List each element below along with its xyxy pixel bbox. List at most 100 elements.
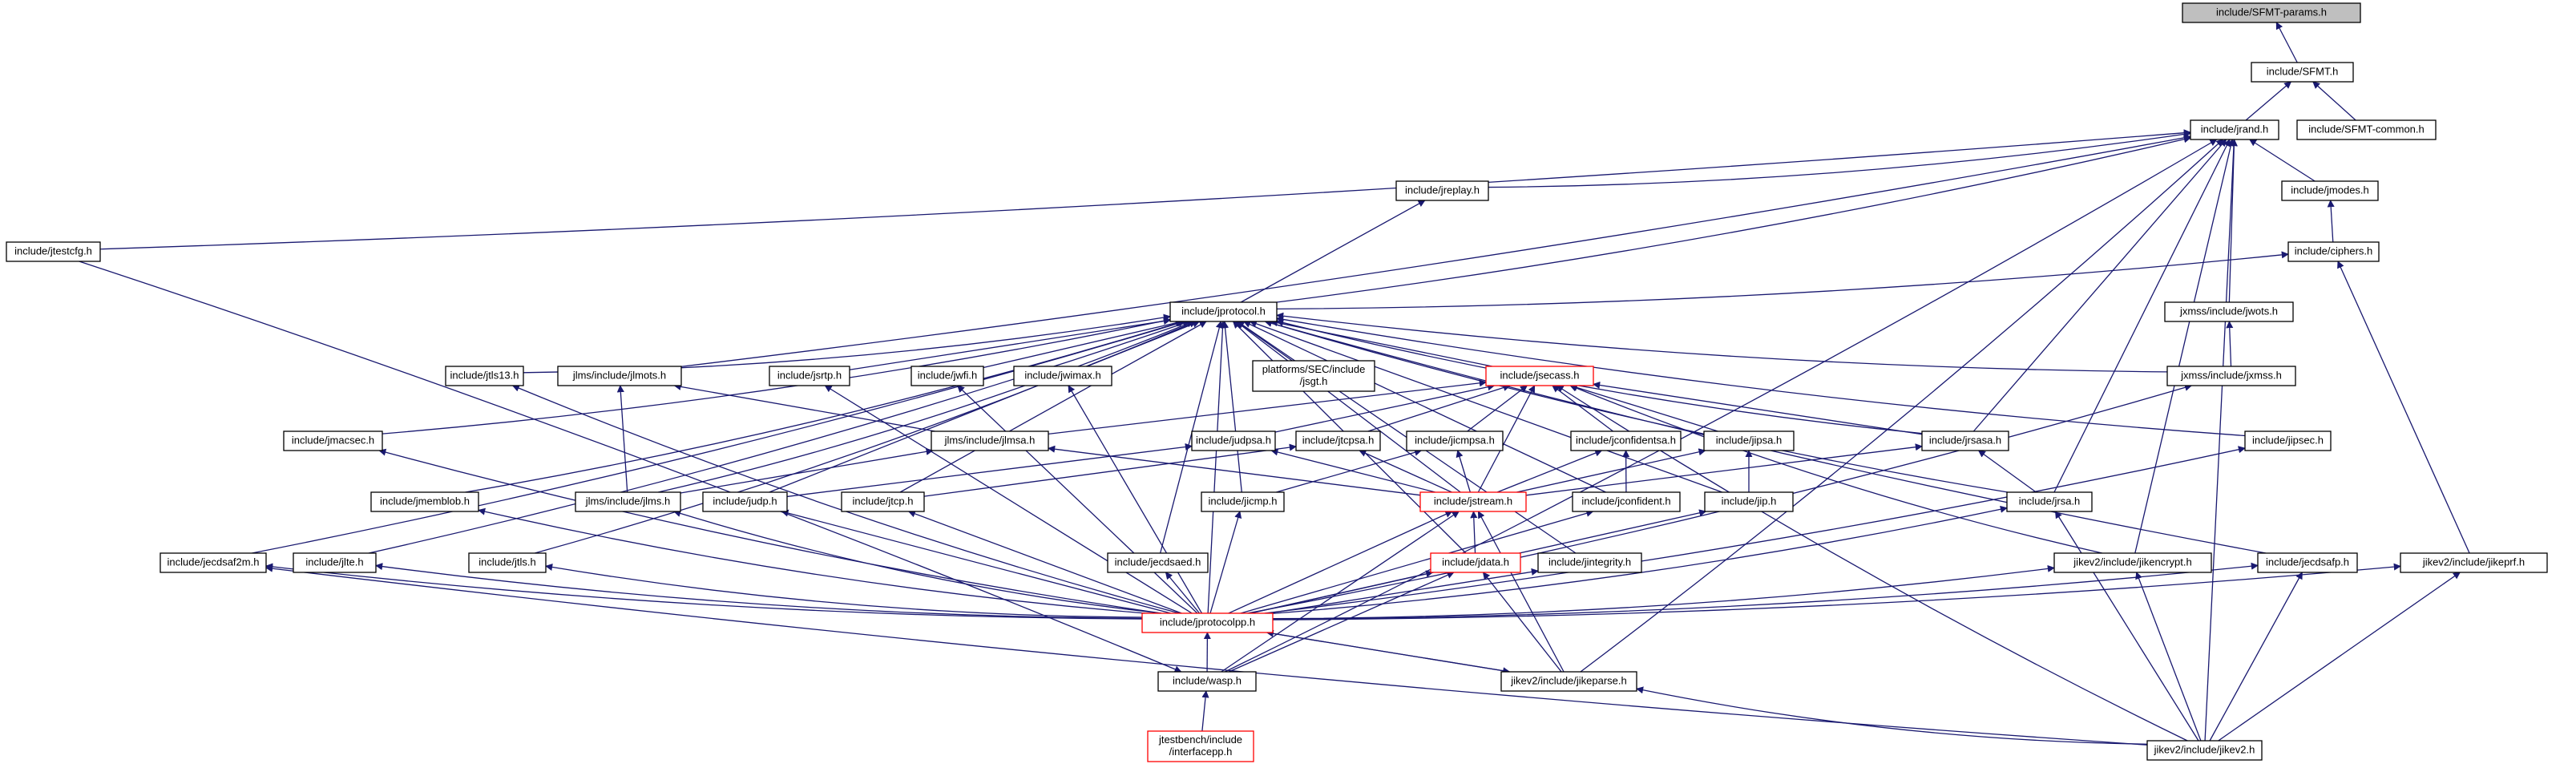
edge-judp-to-jprotocol — [769, 320, 1201, 493]
edge-jlte-to-jprotocol — [368, 320, 1190, 554]
node-box — [1570, 430, 1682, 451]
node-jlmsa[interactable]: jlms/include/jlmsa.h — [931, 430, 1049, 451]
edge-jprotocolpp-to-judp — [781, 509, 1171, 614]
node-jdata[interactable]: include/jdata.h — [1430, 552, 1521, 573]
node-label: include/jmacsec.h — [292, 435, 374, 447]
edge-jprotocol-to-jreplay — [1240, 200, 1426, 303]
edge-sfmt-to-sfmt_params — [2275, 22, 2298, 63]
node-jmemblob[interactable]: include/jmemblob.h — [370, 491, 479, 512]
node-sfmt-common[interactable]: include/SFMT-common.h — [2296, 119, 2437, 140]
edge-jtestcfg-to-wasp — [79, 261, 1182, 673]
node-box — [575, 491, 681, 512]
node-box — [1704, 491, 1794, 512]
edge-jikencrypt-to-jsecass — [1569, 384, 2103, 554]
node-jconfident[interactable]: include/jconfident.h — [1572, 491, 1681, 512]
edge-jmacsec-to-jprotocol — [382, 317, 1171, 435]
node-jipsec[interactable]: include/jipsec.h — [2244, 430, 2332, 451]
node-box — [1147, 730, 1254, 762]
node-jlms[interactable]: jlms/include/jlms.h — [575, 491, 681, 512]
node-jikev2[interactable]: jikev2/include/jikev2.h — [2146, 740, 2263, 761]
node-jsecass[interactable]: include/jsecass.h — [1485, 366, 1594, 386]
edge-jprotocolpp-to-jmacsec — [378, 448, 1161, 614]
node-jreplay[interactable]: include/jreplay.h — [1395, 180, 1489, 201]
edge-jprotocolpp-to-jtls — [545, 563, 1143, 618]
node-jconfidentsa[interactable]: include/jconfidentsa.h — [1570, 430, 1682, 451]
node-jmacsec[interactable]: include/jmacsec.h — [283, 430, 383, 451]
node-jipsa[interactable]: include/jipsa.h — [1703, 430, 1795, 451]
node-label: jxmss/include/jxmss.h — [2180, 370, 2282, 382]
node-jstream[interactable]: include/jstream.h — [1419, 491, 1527, 512]
edge-jipsec-to-jprotocol — [1276, 315, 2246, 437]
node-sfmt[interactable]: include/SFMT.h — [2251, 62, 2354, 83]
node-jintegrity[interactable]: include/jintegrity.h — [1537, 552, 1642, 573]
edge-jicmp-to-jicmpsa — [1276, 448, 1423, 493]
node-label: jikev2/include/jikeparse.h — [1510, 675, 1627, 687]
node-label: include/jtcp.h — [853, 495, 914, 507]
node-box — [1295, 430, 1381, 451]
node-box — [2251, 62, 2354, 83]
node-jicmpsa[interactable]: include/jicmpsa.h — [1406, 430, 1504, 451]
node-judpsa[interactable]: include/judpsa.h — [1191, 430, 1276, 451]
node-box — [910, 366, 984, 386]
node-jlmots[interactable]: jlms/include/jlmots.h — [557, 366, 682, 386]
node-jxmss[interactable]: jxmss/include/jxmss.h — [2166, 366, 2296, 386]
node-jlte[interactable]: include/jlte.h — [293, 552, 377, 573]
node-label: jlms/include/jlmots.h — [572, 370, 666, 382]
node-jrsa[interactable]: include/jrsa.h — [2006, 491, 2093, 512]
node-label: include/jtls13.h — [450, 370, 519, 382]
node-jecdsaf2m[interactable]: include/jecdsaf2m.h — [159, 552, 267, 573]
node-label: include/jdata.h — [1442, 556, 1509, 568]
edge-jtcpsa-to-jsecass — [1367, 384, 1511, 432]
edge-jprotocolpp-to-jikencrypt — [1272, 564, 2055, 620]
edge-jprotocolpp-to-jecdsaed — [1165, 572, 1201, 614]
node-jicmp[interactable]: include/jicmp.h — [1201, 491, 1285, 512]
node-label: jlms/include/jlmsa.h — [944, 435, 1036, 447]
node-jrand[interactable]: include/jrand.h — [2190, 119, 2279, 140]
node-box — [2190, 119, 2279, 140]
edge-jikeparse-to-jprotocolpp — [1266, 629, 1510, 673]
node-wasp[interactable]: include/wasp.h — [1157, 671, 1257, 692]
node-box — [1107, 552, 1209, 573]
node-judp[interactable]: include/judp.h — [702, 491, 788, 512]
edge-jmemblob-to-jprotocol — [465, 320, 1184, 493]
edge-jicmp-to-jprotocol — [1221, 321, 1242, 493]
node-label: include/judp.h — [713, 495, 777, 507]
node-jtcpsa[interactable]: include/jtcpsa.h — [1295, 430, 1381, 451]
node-label: jxmss/include/jwots.h — [2179, 305, 2278, 317]
node-ciphers[interactable]: include/ciphers.h — [2287, 241, 2380, 262]
edge-jprotocolpp-to-jconfident — [1240, 509, 1594, 614]
node-box — [1921, 430, 2009, 451]
node-label: include/wasp.h — [1173, 675, 1242, 687]
node-jecdsaed[interactable]: include/jecdsaed.h — [1107, 552, 1209, 573]
node-jprotocolpp[interactable]: include/jprotocolpp.h — [1141, 612, 1274, 633]
node-jikeparse[interactable]: jikev2/include/jikeparse.h — [1500, 671, 1637, 692]
node-jip[interactable]: include/jip.h — [1704, 491, 1794, 512]
node-jmodes[interactable]: include/jmodes.h — [2281, 180, 2379, 201]
edge-wasp-to-jstream — [1221, 511, 1460, 673]
node-label: include/jwimax.h — [1024, 370, 1100, 382]
node-jtestcfg[interactable]: include/jtestcfg.h — [6, 241, 101, 262]
node-box — [283, 430, 383, 451]
node-jrsasa[interactable]: include/jrsasa.h — [1921, 430, 2009, 451]
node-jtcp[interactable]: include/jtcp.h — [841, 491, 925, 512]
edge-jikev2-to-jikencrypt — [2135, 572, 2202, 742]
node-jwimax[interactable]: include/jwimax.h — [1013, 366, 1112, 386]
node-jtls13[interactable]: include/jtls13.h — [445, 366, 524, 386]
node-jtls[interactable]: include/jtls.h — [468, 552, 547, 573]
node-sfmt-params[interactable]: include/SFMT-params.h — [2182, 2, 2361, 23]
edge-jtls13-to-jprotocol — [523, 313, 1171, 374]
edge-jstream-to-jlmsa — [1048, 445, 1421, 496]
node-interfacepp[interactable]: jtestbench/include/interfacepp.h — [1147, 730, 1254, 762]
node-jwfi[interactable]: include/jwfi.h — [910, 366, 984, 386]
node-jikencrypt[interactable]: jikev2/include/jikencrypt.h — [2053, 552, 2212, 573]
edge-jstream-to-jsecass — [1477, 385, 1536, 493]
node-label: include/jconfident.h — [1581, 495, 1670, 507]
node-jwots[interactable]: jxmss/include/jwots.h — [2164, 301, 2294, 322]
node-label: include/SFMT-params.h — [2216, 6, 2327, 18]
node-jsrtp[interactable]: include/jsrtp.h — [769, 366, 850, 386]
node-label: include/jicmp.h — [1209, 495, 1278, 507]
node-jecdsafp[interactable]: include/jecdsafp.h — [2257, 552, 2358, 573]
node-jikeprf[interactable]: jikev2/include/jikeprf.h — [2400, 552, 2548, 573]
node-jsgt[interactable]: platforms/SEC/include/jsgt.h — [1252, 360, 1375, 392]
node-jprotocol[interactable]: include/jprotocol.h — [1169, 301, 1278, 322]
